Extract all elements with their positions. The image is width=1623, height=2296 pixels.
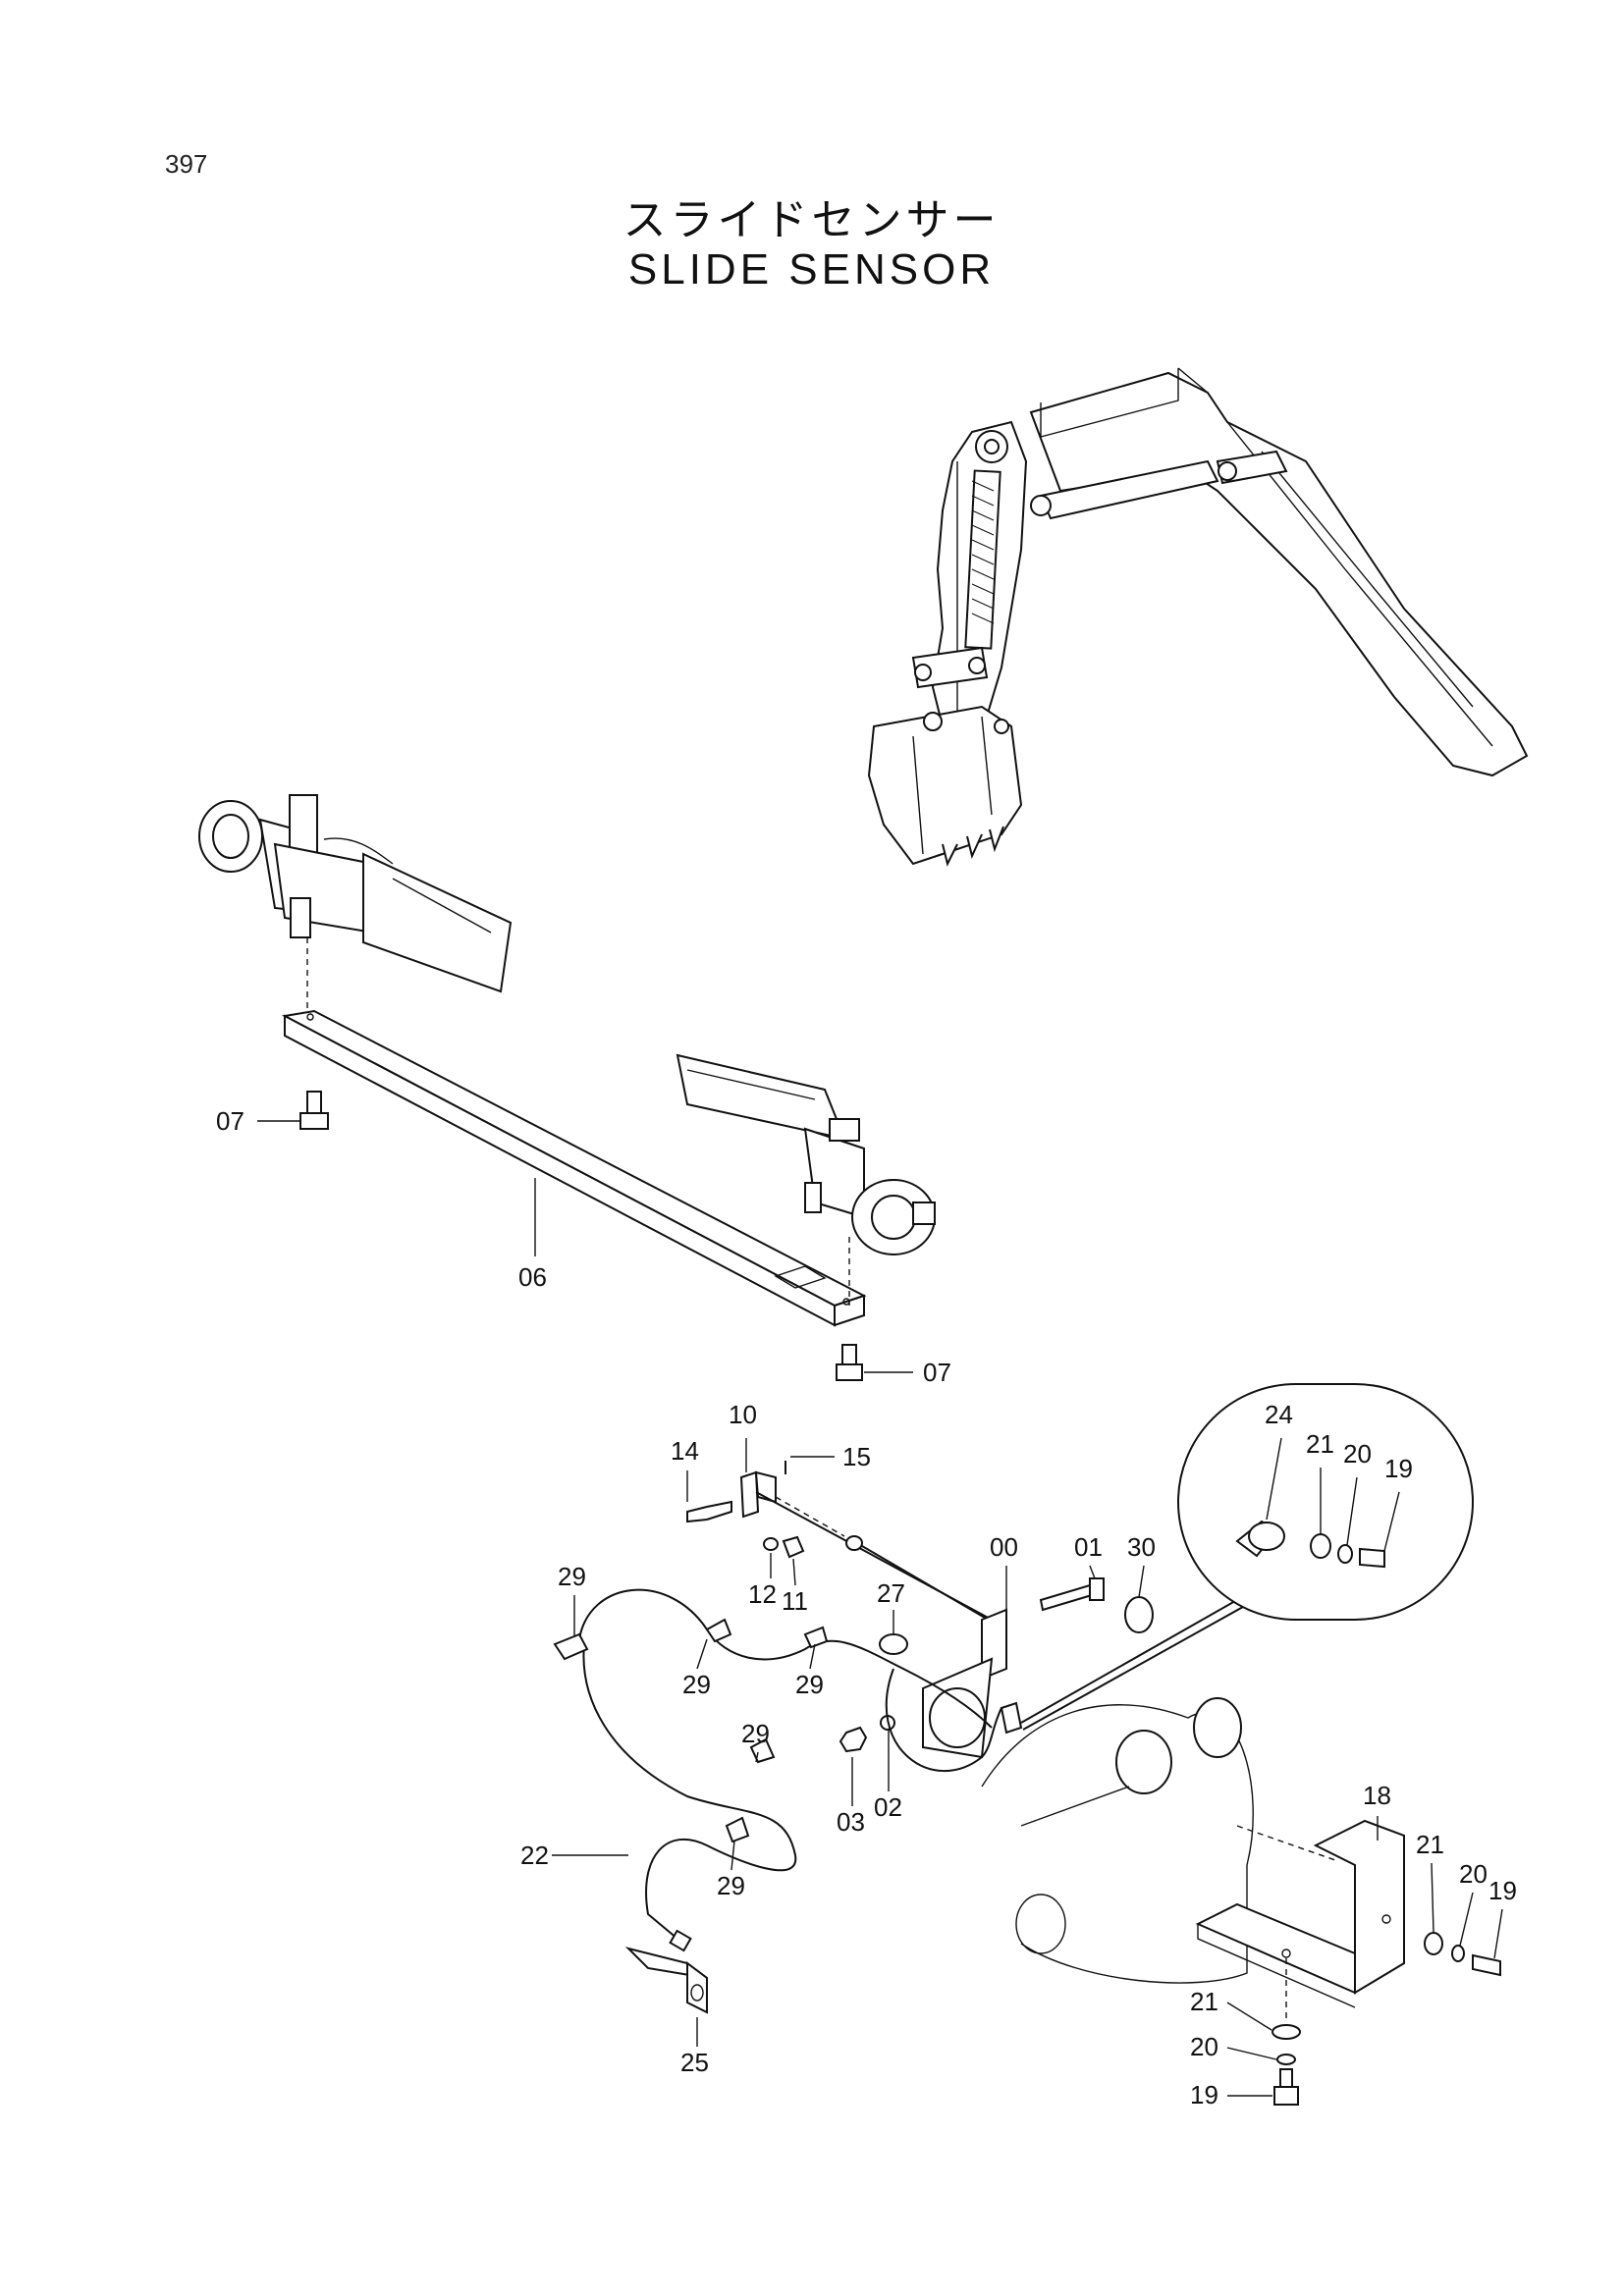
callout-12: 12 [748,1579,777,1609]
callout-18: 18 [1363,1781,1391,1810]
callout-21: 21 [1306,1429,1334,1459]
title-english: SLIDE SENSOR [627,245,996,294]
callout-27: 27 [877,1578,905,1608]
callout-03: 03 [837,1807,865,1837]
callout-19: 19 [1384,1454,1413,1483]
callout-06: 06 [518,1262,547,1292]
callout-20: 20 [1459,1859,1488,1889]
callout-24: 24 [1265,1400,1293,1429]
callout-20: 20 [1343,1439,1372,1468]
callout-10: 10 [729,1400,757,1429]
callout-21: 21 [1416,1830,1444,1859]
callout-07: 07 [923,1358,951,1387]
callout-21: 21 [1190,1987,1218,2016]
page-number: 397 [165,149,208,179]
callout-29: 29 [682,1670,711,1699]
callout-07: 07 [216,1106,244,1136]
callout-29: 29 [795,1670,824,1699]
callout-leaders [257,1120,1503,2097]
cylinder-left-illustration [198,794,513,1011]
callout-20: 20 [1190,2032,1218,2061]
callout-14: 14 [671,1436,699,1466]
sensor-assembly-illustration [553,1461,1277,2014]
callout-01: 01 [1074,1532,1103,1562]
callout-15: 15 [842,1442,871,1471]
callout-00: 00 [990,1532,1018,1562]
callout-labels: 07 06 07 10 14 15 12 11 00 01 30 27 29 2… [216,1106,1517,2109]
callout-29: 29 [558,1562,586,1591]
callout-30: 30 [1127,1532,1156,1562]
callout-22: 22 [520,1841,549,1870]
cylinder-right-illustration [676,1053,936,1381]
callout-29: 29 [717,1871,745,1900]
title-japanese: スライドセンサー [622,195,1001,245]
callout-19: 19 [1190,2080,1218,2109]
sensor-bar-06 [281,1009,867,1327]
callout-11: 11 [782,1586,808,1616]
callout-19: 19 [1488,1876,1517,1905]
callout-02: 02 [874,1792,902,1822]
callout-25: 25 [680,2048,709,2077]
callout-29: 29 [741,1719,770,1748]
frame-bracket-illustration [981,1697,1501,2106]
detail-oval [1177,1383,1474,1621]
excavator-arm-illustration [867,367,1529,867]
